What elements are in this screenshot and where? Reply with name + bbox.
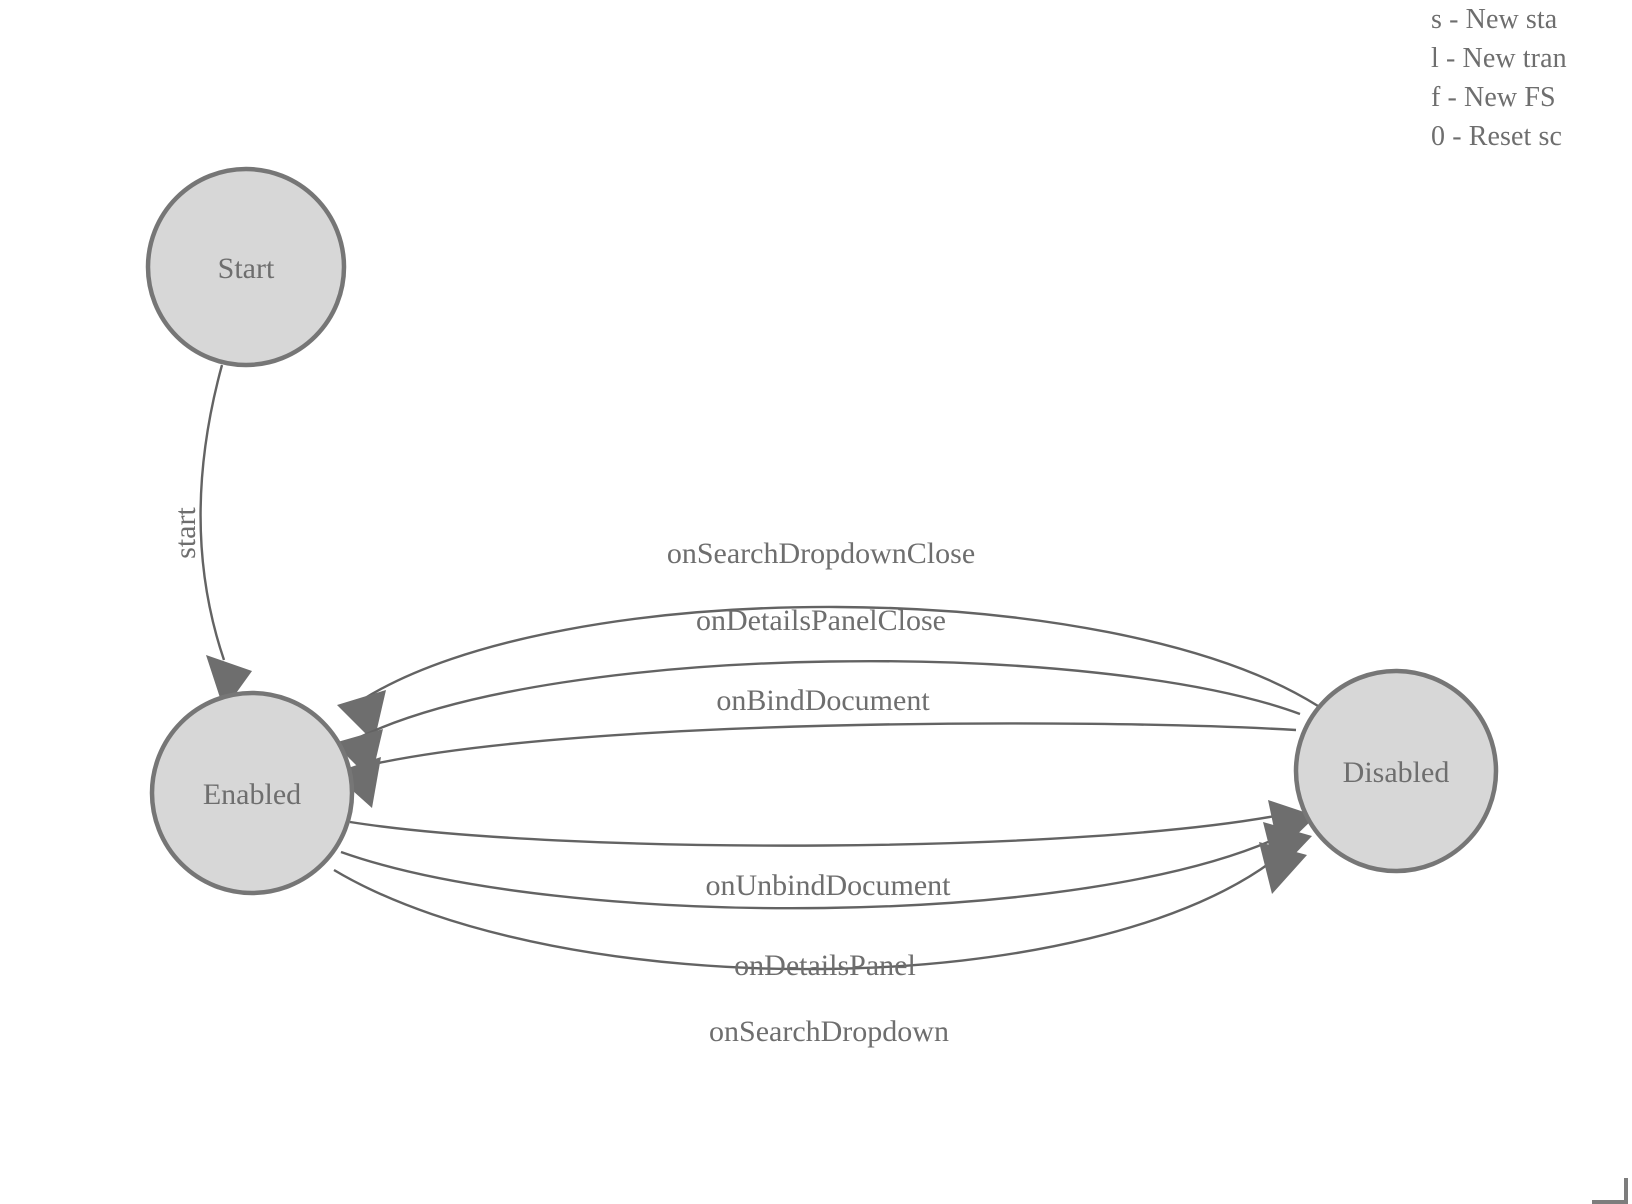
- edge-path-onSearchDropdownClose[interactable]: [361, 605, 1319, 708]
- transition-label-start[interactable]: start: [169, 507, 202, 559]
- edge-path-onBindDocument[interactable]: [355, 722, 1297, 770]
- edge-path-start[interactable]: [199, 364, 226, 661]
- edge-path-onDetailsPanelClose[interactable]: [357, 659, 1301, 740]
- state-node-disabled[interactable]: Disabled: [1293, 668, 1499, 874]
- edge-path-onUnbindDocument[interactable]: [349, 810, 1297, 847]
- transition-label-onBindDocument[interactable]: onBindDocument: [716, 684, 930, 717]
- state-label-enabled: Enabled: [203, 778, 301, 811]
- transition-onSearchDropdown[interactable]: [333, 842, 1307, 971]
- transition-label-onSearchDropdown[interactable]: onSearchDropdown: [709, 1015, 949, 1048]
- resize-grip-handle[interactable]: [1592, 1178, 1632, 1204]
- state-node-start[interactable]: Start: [145, 166, 347, 368]
- transition-start[interactable]: [199, 364, 252, 710]
- resize-grip-horizontal-bar: [1592, 1200, 1628, 1204]
- state-nodes: Start Enabled Disabled: [145, 166, 1499, 896]
- transition-onUnbindDocument[interactable]: [349, 800, 1316, 852]
- state-node-enabled[interactable]: Enabled: [149, 690, 355, 896]
- transition-label-onDetailsPanelClose[interactable]: onDetailsPanelClose: [696, 604, 946, 637]
- edge-path-onSearchDropdown[interactable]: [333, 851, 1285, 971]
- resize-grip-vertical-bar: [1624, 1178, 1628, 1204]
- arrowhead-onSearchDropdownClose: [337, 690, 386, 742]
- transition-label-onSearchDropdownClose[interactable]: onSearchDropdownClose: [667, 537, 975, 570]
- state-circle-start[interactable]: [145, 166, 347, 368]
- arrowhead-onSearchDropdown: [1259, 842, 1307, 894]
- transition-onDetailsPanelClose[interactable]: [334, 659, 1301, 780]
- state-circle-disabled[interactable]: [1293, 668, 1499, 874]
- transition-label-onUnbindDocument[interactable]: onUnbindDocument: [706, 869, 952, 902]
- transition-labels: start onSearchDropdownClose onDetailsPan…: [169, 507, 975, 1048]
- transition-onSearchDropdownClose[interactable]: [337, 605, 1319, 742]
- state-label-start: Start: [218, 252, 275, 285]
- edge-path-onDetailsPanel[interactable]: [340, 830, 1291, 910]
- state-label-disabled: Disabled: [1343, 756, 1450, 789]
- transition-onBindDocument[interactable]: [333, 722, 1297, 808]
- transition-label-onDetailsPanel[interactable]: onDetailsPanel: [734, 949, 916, 982]
- state-circle-enabled[interactable]: [149, 690, 355, 896]
- arrowhead-start: [206, 655, 252, 710]
